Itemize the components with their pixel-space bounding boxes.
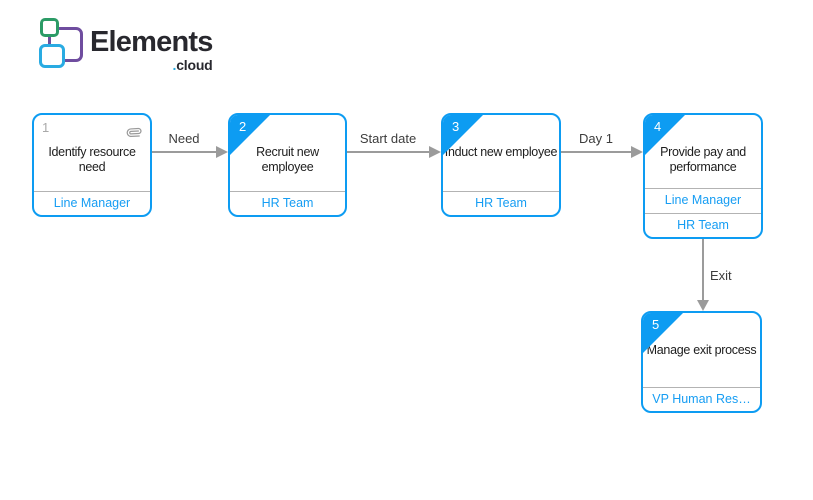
logo-blue-square: [39, 44, 65, 68]
process-node-5[interactable]: 5 Manage exit process VP Human Res…: [641, 311, 762, 413]
connector-label[interactable]: Need: [168, 131, 200, 146]
connector-exit[interactable]: Exit: [696, 239, 732, 311]
arrowhead-right-icon: [216, 145, 228, 158]
connector-label[interactable]: Start date: [359, 131, 417, 146]
node-number: 4: [654, 119, 662, 134]
node-role[interactable]: HR Team: [645, 213, 761, 237]
process-node-1[interactable]: 1 Identify resource need Line Manager: [32, 113, 152, 217]
arrowhead-down-icon: [696, 300, 709, 311]
process-node-2[interactable]: 2 Recruit new employee HR Team: [228, 113, 347, 217]
connector-line: [347, 151, 431, 153]
elements-cloud-logo: Elements .cloud: [30, 14, 213, 72]
connector-line: [152, 151, 218, 153]
node-role[interactable]: Line Manager: [34, 191, 150, 215]
node-title: Recruit new employee: [256, 145, 319, 174]
connector-line: [561, 151, 633, 153]
node-title: Provide pay and performance: [660, 145, 746, 174]
node-title: Induct new employee: [444, 145, 558, 159]
logo-green-square: [40, 18, 59, 37]
connector-line: [702, 239, 704, 302]
node-number: 3: [452, 119, 460, 134]
arrowhead-right-icon: [631, 145, 643, 158]
logo-brand-text: Elements: [90, 26, 213, 58]
node-number: 5: [652, 317, 660, 332]
node-role[interactable]: VP Human Res…: [643, 387, 760, 411]
node-role[interactable]: HR Team: [230, 191, 345, 215]
node-role[interactable]: HR Team: [443, 191, 559, 215]
logo-suffix-text: .cloud: [90, 58, 213, 72]
node-number: 2: [239, 119, 247, 134]
logo-cloud-text: cloud: [176, 57, 213, 74]
node-role[interactable]: Line Manager: [645, 188, 761, 213]
logo-wordmark: Elements .cloud: [90, 26, 213, 73]
attachment-icon[interactable]: [126, 123, 143, 143]
node-title: Manage exit process: [646, 343, 757, 357]
elements-logo-icon: [30, 14, 86, 72]
node-number: 1: [42, 120, 50, 135]
process-node-4[interactable]: 4 Provide pay and performance Line Manag…: [643, 113, 763, 239]
node-title: Identify resource need: [48, 145, 136, 174]
connector-label[interactable]: Day 1: [579, 131, 613, 146]
connector-label[interactable]: Exit: [710, 268, 732, 283]
arrowhead-right-icon: [429, 145, 441, 158]
logo-dot: .: [172, 57, 177, 74]
process-node-3[interactable]: 3 Induct new employee HR Team: [441, 113, 561, 217]
